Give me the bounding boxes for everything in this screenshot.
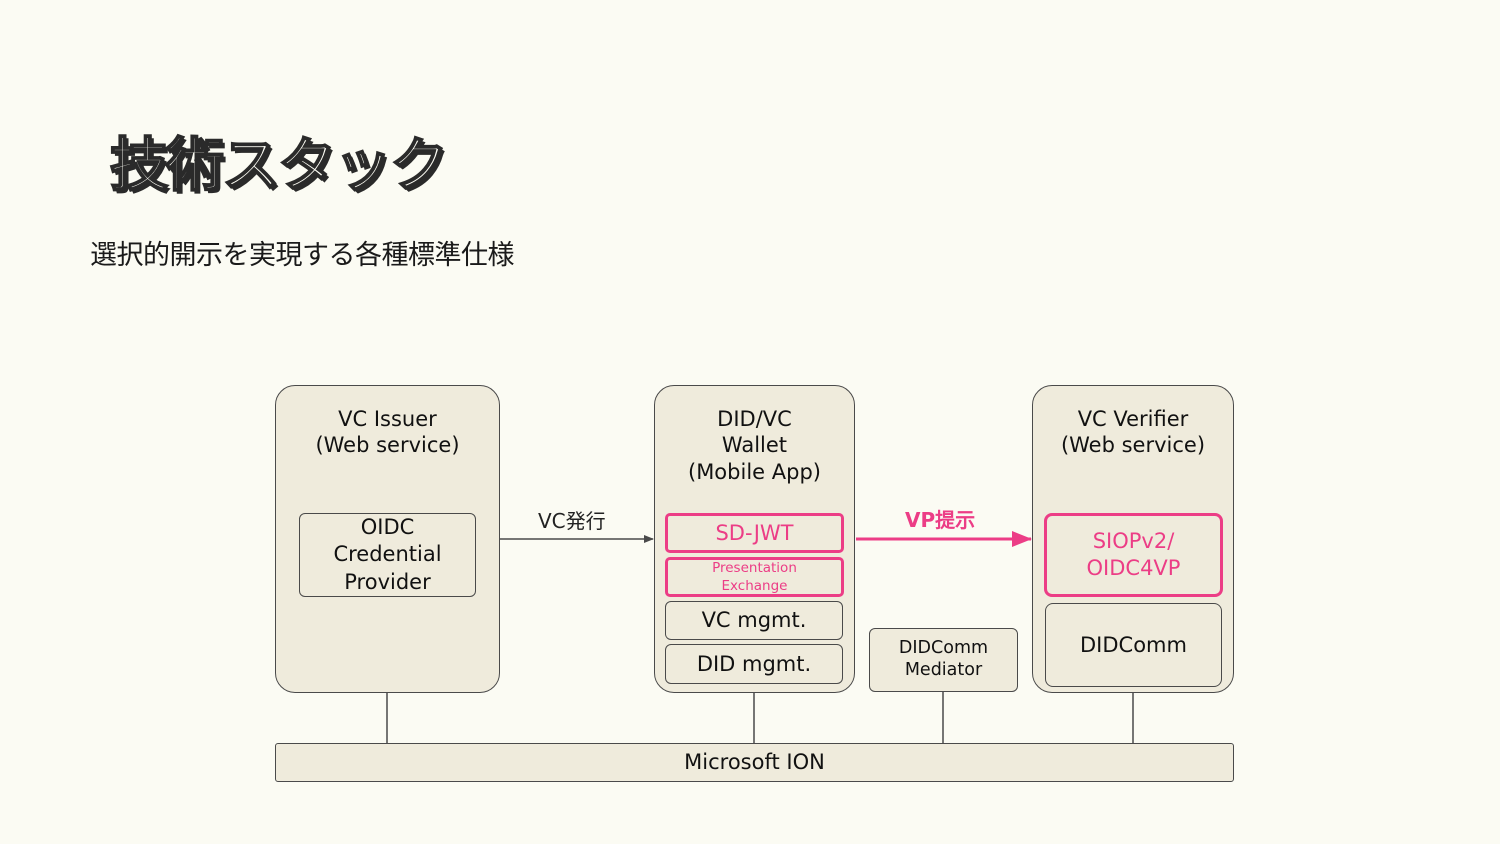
presentation-exchange-label: Presentation Exchange (712, 559, 797, 594)
vc-mgmt-box: VC mgmt. (665, 601, 843, 640)
siop-oidc4vp-label: SIOPv2/ OIDC4VP (1086, 528, 1181, 580)
vc-verifier-title: VC Verifier (Web service) (1060, 407, 1206, 458)
didcomm-box: DIDComm (1045, 603, 1222, 687)
vc-mgmt-label: VC mgmt. (701, 608, 807, 633)
microsoft-ion-label: Microsoft ION (684, 750, 825, 775)
microsoft-ion-bar: Microsoft ION (275, 743, 1234, 782)
wallet-title: DID/VC Wallet (Mobile App) (688, 407, 821, 484)
oidc-credential-provider-box: OIDC Credential Provider (299, 513, 476, 597)
sd-jwt-box: SD-JWT (665, 513, 844, 553)
did-mgmt-box: DID mgmt. (665, 644, 843, 684)
didcomm-mediator-label: DIDComm Mediator (898, 638, 989, 680)
didcomm-mediator-box: DIDComm Mediator (869, 628, 1018, 692)
did-mgmt-label: DID mgmt. (696, 651, 812, 676)
didcomm-label: DIDComm (1080, 632, 1187, 657)
oidc-credential-provider-label: OIDC Credential Provider (333, 515, 442, 594)
present-label: VP提示 (905, 508, 976, 532)
slide-title: 技術スタック (109, 130, 449, 200)
slide-subtitle: 選択的開示を実現する各種標準仕様 (90, 240, 515, 271)
issue-label: VC発行 (538, 509, 606, 533)
vc-issuer-title: VC Issuer (Web service) (315, 407, 460, 458)
presentation-exchange-box: Presentation Exchange (665, 557, 844, 597)
sd-jwt-label: SD-JWT (715, 520, 794, 545)
siop-oidc4vp-box: SIOPv2/ OIDC4VP (1044, 513, 1223, 597)
